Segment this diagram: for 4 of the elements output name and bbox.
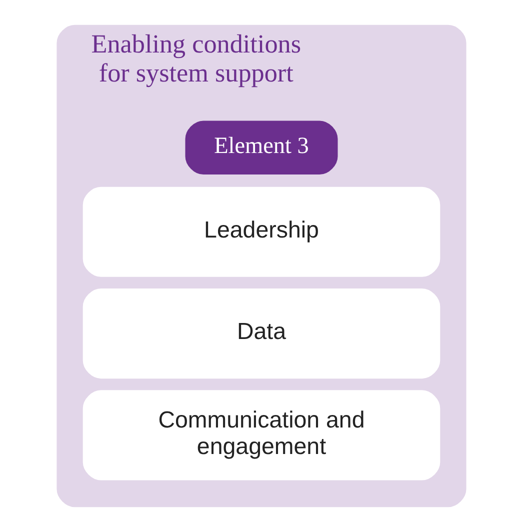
node-box: Element 3 — [185, 120, 338, 174]
node-box: Leadership — [82, 186, 440, 277]
node-box: Communication and engagement — [82, 390, 440, 480]
node-box: Data — [82, 288, 440, 379]
